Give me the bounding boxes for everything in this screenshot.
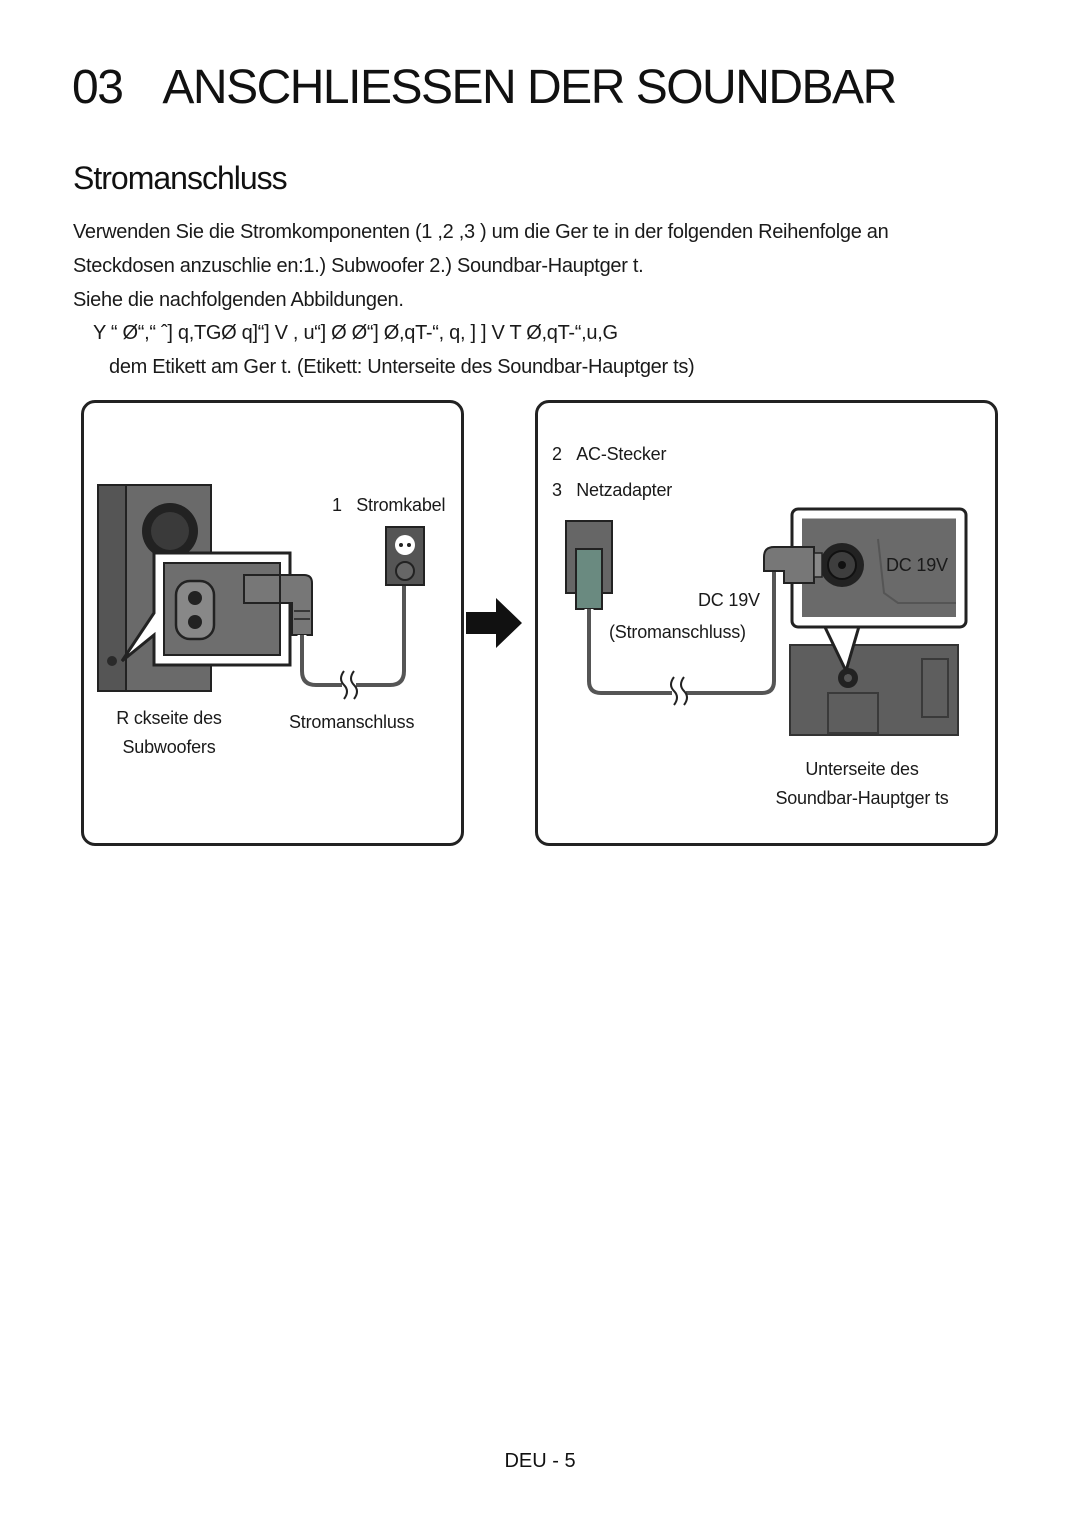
body-line-4-garbled: Y “ Ø“,“ ˆ] q,TGØ q]“] V , u“] Ø Ø“] Ø,q… — [93, 322, 618, 344]
body-line-1: Verwenden Sie die Stromkomponenten (1 ,2… — [73, 221, 889, 243]
subwoofer-power-connection-label: Stromanschluss — [289, 712, 415, 732]
subwoofer-back-label: R ckseite des Subwoofers — [104, 708, 234, 758]
component-number-1: 1 — [332, 495, 342, 515]
page-number: DEU - 5 — [504, 1450, 576, 1472]
ac-plug-label: 2 AC-Stecker — [552, 444, 666, 465]
chapter-title: 03 ANSCHLIESSEN DER SOUNDBAR — [72, 60, 897, 115]
ac-plug-text: AC-Stecker — [576, 444, 667, 464]
soundbar-bottom-line2: Soundbar-Hauptger ts — [775, 788, 949, 808]
subwoofer-back-line2: Subwoofers — [122, 737, 216, 757]
power-cable-text: Stromkabel — [356, 495, 446, 515]
section-title: Stromanschluss — [73, 160, 288, 196]
component-number-2: 2 — [552, 444, 562, 464]
soundbar-bottom-label: Unterseite des Soundbar-Hauptger ts — [752, 759, 972, 809]
soundbar-bottom-line1: Unterseite des — [805, 759, 919, 779]
dc-plug-label: DC 19V — [698, 590, 760, 610]
subwoofer-back-line1: R ckseite des — [116, 708, 222, 728]
soundbar-power-connection-label: (Stromanschluss) — [609, 622, 746, 642]
body-line-2: Steckdosen anzuschlie en:1.) Subwoofer 2… — [73, 255, 644, 277]
soundbar-connection-panel: 2 AC-Stecker 3 Netzadapter DC 19V (Strom… — [535, 400, 998, 846]
adapter-label: 3 Netzadapter — [552, 480, 672, 501]
adapter-text: Netzadapter — [576, 480, 673, 500]
subwoofer-connection-panel: 1 Stromkabel R ckseite des Subwoofers St… — [81, 400, 464, 846]
body-line-3: Siehe die nachfolgenden Abbildungen. — [73, 289, 404, 311]
arrow-right-icon — [466, 598, 522, 648]
component-number-3: 3 — [552, 480, 562, 500]
power-cable-label: 1 Stromkabel — [332, 495, 445, 516]
subwoofer-illustration — [97, 484, 425, 700]
dc-port-label: DC 19V — [886, 555, 948, 575]
soundbar-illustration — [565, 507, 968, 736]
chapter-heading: ANSCHLIESSEN DER SOUNDBAR — [162, 61, 897, 114]
chapter-number: 03 — [72, 61, 124, 114]
body-line-5: dem Etikett am Ger t. (Etikett: Untersei… — [109, 356, 695, 378]
